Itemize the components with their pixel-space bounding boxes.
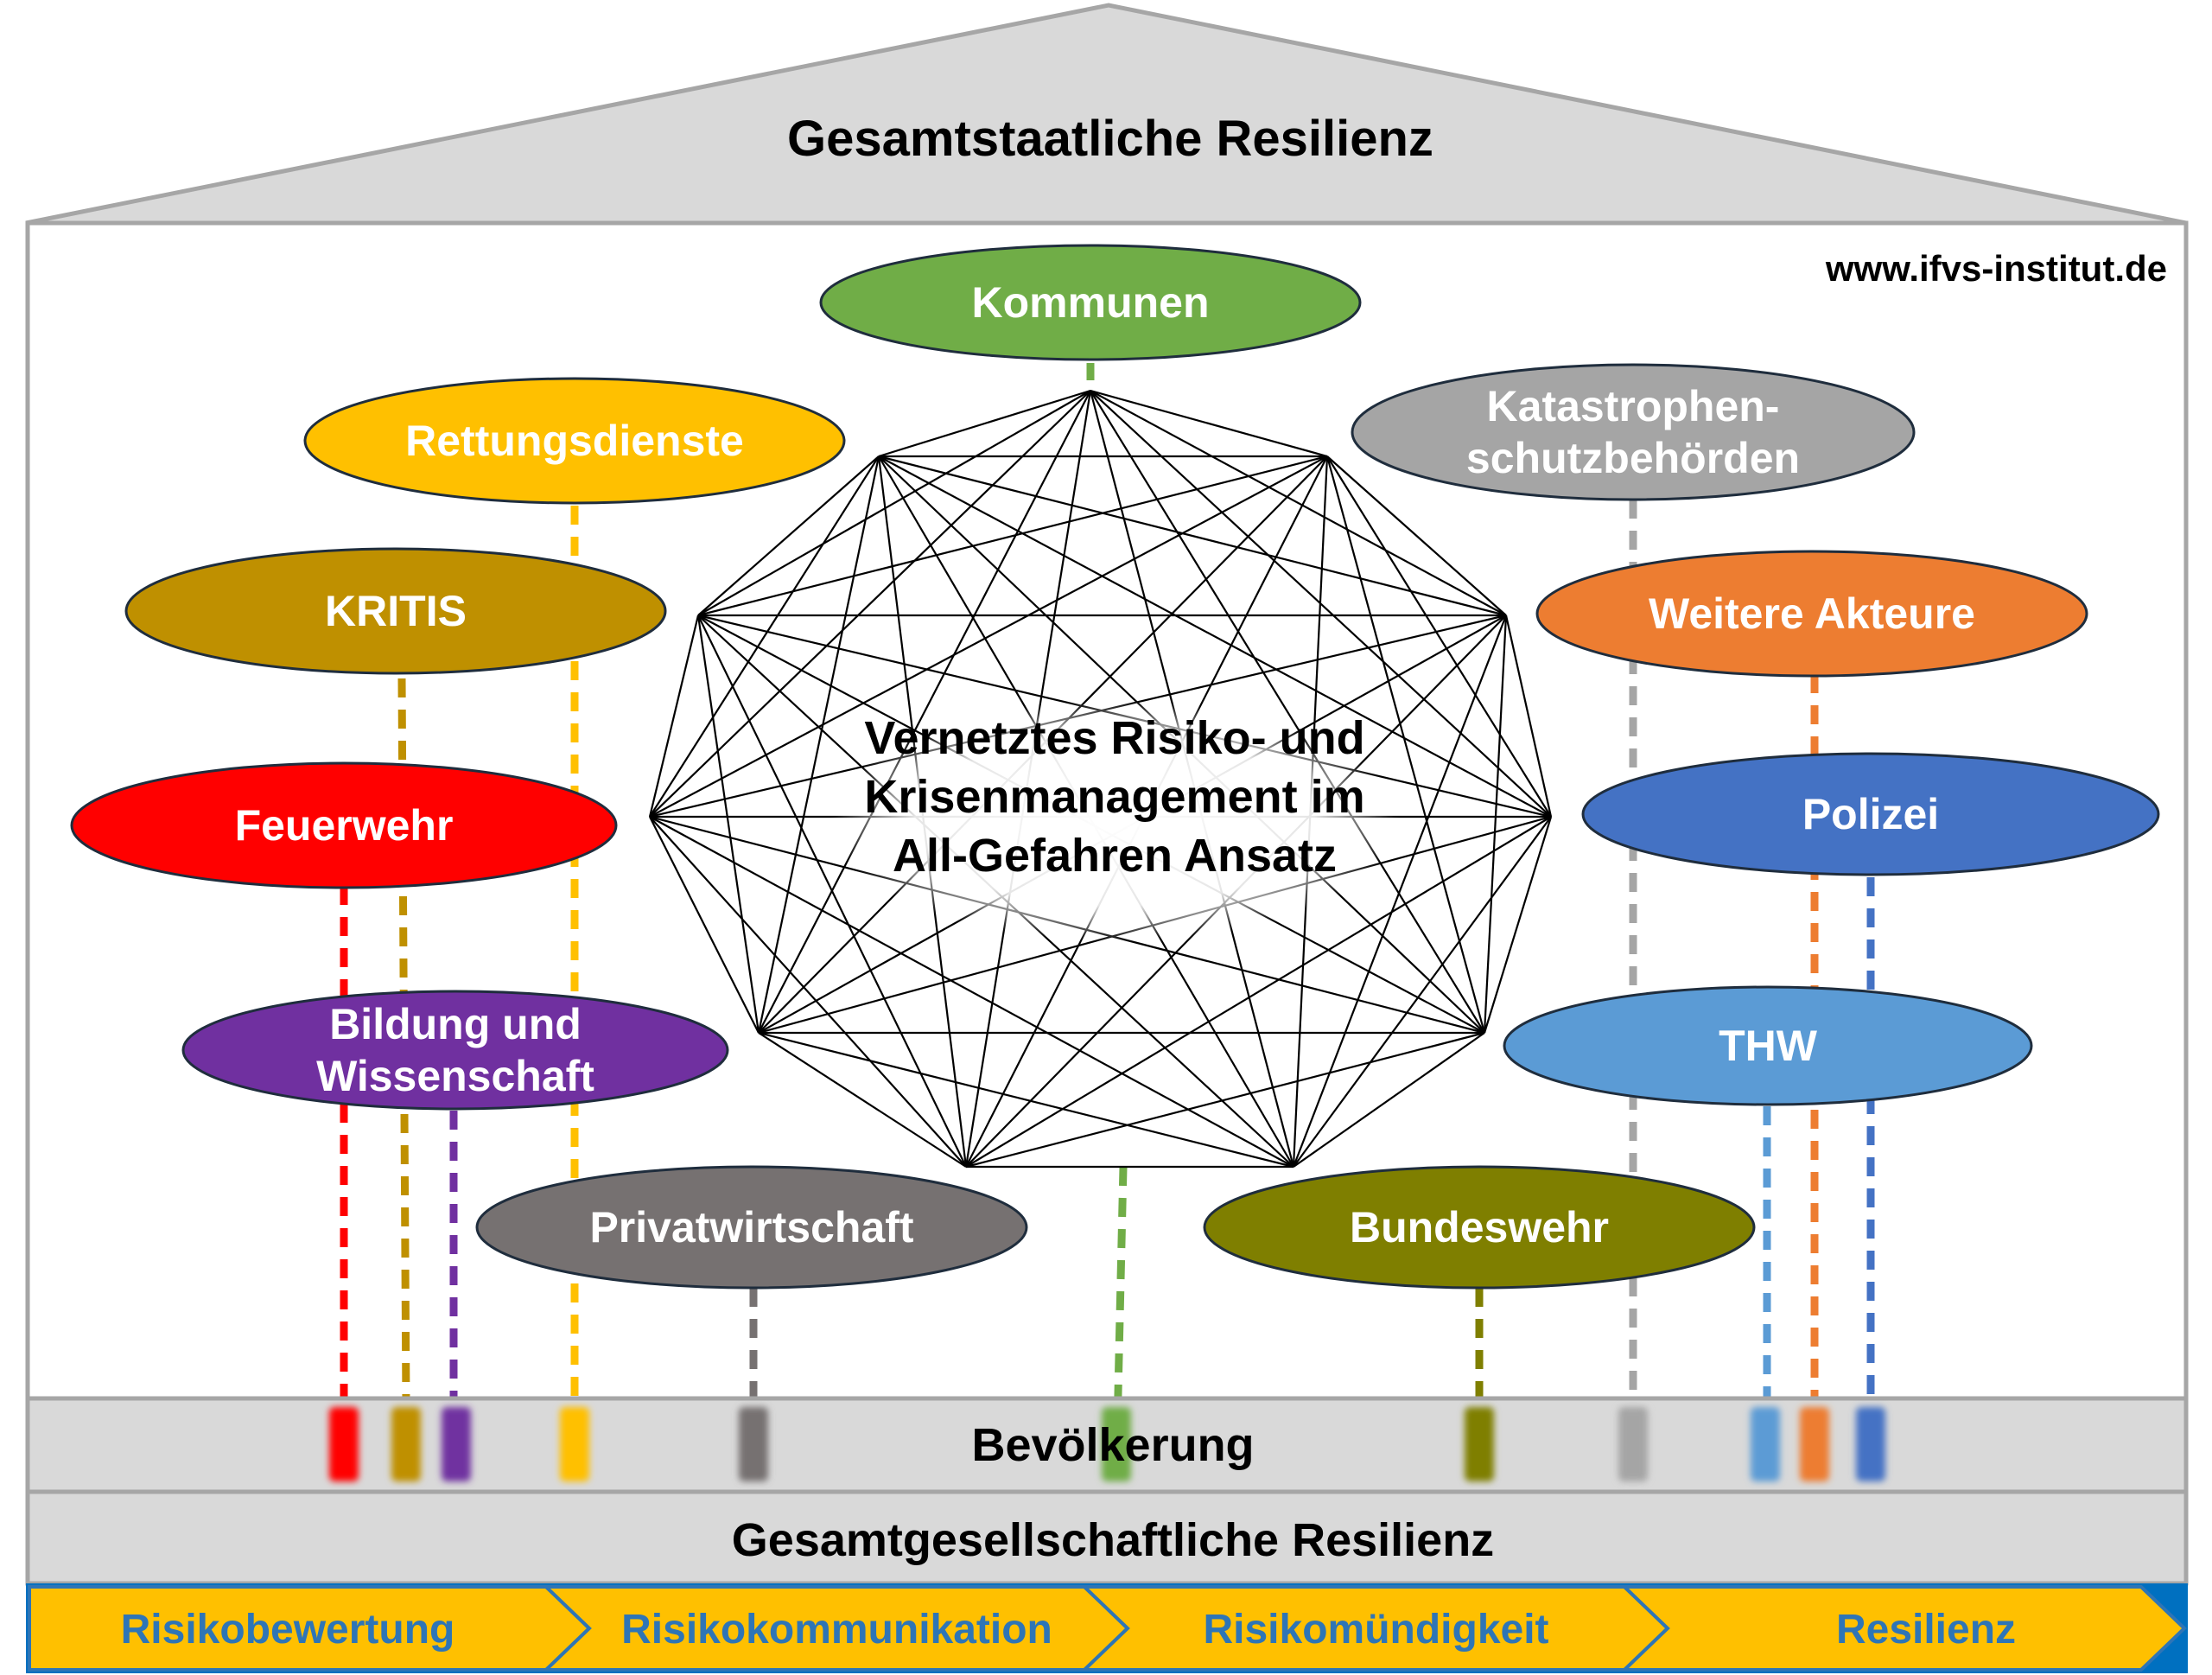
network-edge: [1504, 615, 1553, 818]
actor-ellipse-kritis: [124, 547, 667, 675]
actor-katastrophenschutz: Katastrophen-schutzbehörden: [1351, 363, 1916, 501]
website-label: www.ifvs-institut.de: [1825, 248, 2167, 289]
actor-label-thw: THW: [1719, 1022, 1818, 1070]
network-edge: [758, 1032, 967, 1168]
connector-kritis: [397, 678, 410, 1405]
center-glow: [830, 700, 1400, 942]
actor-rettungsdienste: Rettungsdienste: [303, 377, 846, 505]
process-step-4: [1620, 1585, 2187, 1672]
tag-rettungsdienste: [560, 1407, 589, 1481]
network-edge: [1293, 1032, 1485, 1168]
actor-ellipse-bundeswehr: [1203, 1165, 1756, 1290]
network-edge: [697, 390, 1091, 616]
network-edge: [1326, 455, 1552, 818]
tag-thw: [1751, 1407, 1780, 1481]
network-edge: [758, 390, 1091, 1034]
actor-label-katastrophenschutz: schutzbehörden: [1466, 434, 1800, 482]
actor-weitere-akteure: Weitere Akteure: [1535, 550, 2088, 678]
process-step-label-1: Risikobewertung: [121, 1607, 455, 1653]
actor-ellipse-kommunen: [819, 244, 1362, 361]
network-edge: [1293, 816, 1552, 1168]
tag-bildung: [442, 1407, 471, 1481]
actor-ellipse-feuerwehr: [70, 761, 618, 889]
population-color-tags: [329, 1407, 1885, 1481]
actor-thw: THW: [1503, 985, 2033, 1106]
network-edge: [649, 816, 967, 1168]
network-edge: [1483, 816, 1553, 1034]
network-edge: [649, 390, 1091, 818]
network-edge: [648, 615, 700, 818]
actor-label-kommunen: Kommunen: [972, 278, 1210, 327]
network-edge: [649, 816, 1294, 1168]
network-edge: [1325, 455, 1486, 1034]
network-edge: [1326, 455, 1507, 616]
actor-label-bildung: Wissenschaft: [316, 1052, 594, 1100]
population-label: Bevölkerung: [971, 1419, 1254, 1471]
tag-kritis: [391, 1407, 421, 1481]
actor-ellipse-rettungsdienste: [303, 377, 846, 505]
society-bar: [25, 1489, 2189, 1586]
actor-ellipse-polizei: [1581, 752, 2160, 876]
center-text-line-1: Vernetztes Risiko- und: [864, 712, 1364, 764]
actor-kommunen: Kommunen: [819, 244, 1362, 361]
process-step-label-3: Risikomündigkeit: [1203, 1607, 1548, 1653]
network-edge: [965, 1031, 1485, 1169]
network-edge: [1090, 390, 1507, 616]
network-edge: [649, 816, 760, 1034]
process-arrow: Risikobewertung Risikokommunikation Risiko…: [28, 1585, 2187, 1672]
actor-label-rettungsdienste: Rettungsdienste: [405, 417, 744, 465]
process-step-label-2: Risikokommunikation: [621, 1607, 1052, 1653]
network-edge: [1483, 615, 1508, 1034]
network-edge: [1090, 389, 1328, 458]
actor-polizei: Polizei: [1581, 752, 2160, 876]
actor-label-kritis: KRITIS: [325, 587, 467, 635]
actor-bundeswehr: Bundeswehr: [1203, 1165, 1756, 1290]
network-edge: [1090, 390, 1485, 1034]
network-edge: [757, 455, 880, 1034]
actor-feuerwehr: Feuerwehr: [70, 761, 618, 889]
tag-feuerwehr: [329, 1407, 359, 1481]
actor-label-bundeswehr: Bundeswehr: [1350, 1203, 1609, 1251]
network-edge: [697, 455, 880, 616]
network-edge: [878, 455, 1552, 818]
network-edge: [696, 615, 760, 1034]
center-text-line-3: All-Gefahren Ansatz: [893, 830, 1337, 882]
network-edge: [649, 455, 1328, 818]
network-edge: [697, 455, 1328, 617]
actor-label-feuerwehr: Feuerwehr: [235, 801, 454, 850]
network-edge: [758, 1031, 1294, 1169]
network-edge: [697, 615, 967, 1168]
network-edge: [878, 455, 1507, 617]
actor-privatwirtschaft: Privatwirtschaft: [475, 1165, 1028, 1290]
actor-label-bildung: Bildung und: [329, 1000, 582, 1048]
center-text-line-2: Krisenmanagement im: [864, 771, 1364, 823]
actor-label-weitere-akteure: Weitere Akteure: [1649, 589, 1975, 638]
tag-weitere-akteure: [1800, 1407, 1829, 1481]
roof-title: Gesamtstaatliche Resilienz: [787, 111, 1433, 167]
tag-privatwirtschaft: [739, 1407, 768, 1481]
society-label: Gesamtgesellschaftliche Resilienz: [732, 1514, 1494, 1566]
actor-ellipse-thw: [1503, 985, 2033, 1106]
process-step-label-4: Resilienz: [1836, 1607, 2016, 1653]
actor-ellipse-bildung: [181, 990, 729, 1111]
actor-ellipse-privatwirtschaft: [475, 1165, 1028, 1290]
network-edge: [649, 455, 880, 818]
tag-kommunen: [1102, 1407, 1131, 1481]
actor-ellipse-weitere-akteure: [1535, 550, 2088, 678]
tag-bundeswehr: [1465, 1407, 1494, 1481]
tag-katastrophenschutz: [1618, 1407, 1648, 1481]
network-edge: [878, 389, 1091, 458]
actor-label-polizei: Polizei: [1802, 790, 1939, 838]
tag-polizei: [1856, 1407, 1885, 1481]
actor-label-katastrophenschutz: Katastrophen-: [1487, 382, 1780, 430]
actor-ellipse-katastrophenschutz: [1351, 363, 1916, 501]
network-edge: [1292, 615, 1508, 1168]
actor-kritis: KRITIS: [124, 547, 667, 675]
actor-label-privatwirtschaft: Privatwirtschaft: [589, 1203, 913, 1251]
